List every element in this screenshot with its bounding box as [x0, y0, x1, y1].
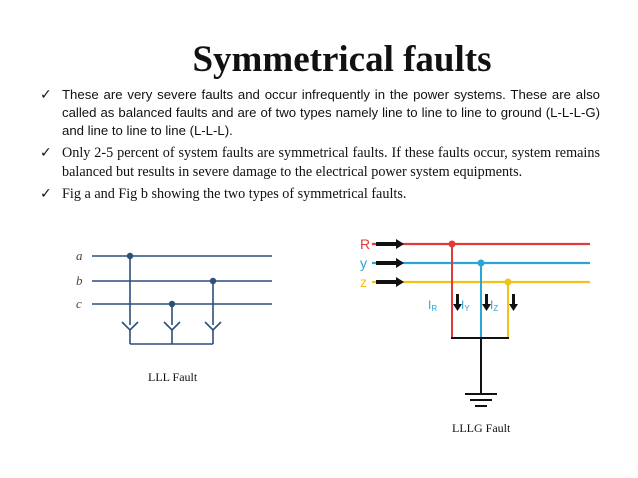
label-b: b [76, 273, 83, 288]
fig-a-caption: LLL Fault [148, 370, 198, 384]
bullet-list: ✓ These are very severe faults and occur… [40, 86, 600, 204]
check-mark-icon: ✓ [40, 186, 52, 202]
current-label-Y: IY [461, 298, 470, 313]
label-z: z [360, 274, 367, 290]
node-c [168, 300, 176, 308]
bullet-text: These are very severe faults and occur i… [62, 87, 600, 138]
label-y: y [360, 255, 367, 271]
bullet-item: ✓ Only 2-5 percent of system faults are … [40, 144, 600, 181]
fig-b-caption: LLLG Fault [452, 421, 511, 435]
bullet-text: Fig a and Fig b showing the two types of… [62, 186, 407, 202]
label-c: c [76, 296, 82, 311]
current-label-R: IR [428, 298, 437, 313]
node-b [209, 277, 217, 285]
lllg-fault-diagram [372, 239, 590, 407]
bullet-item: ✓ Fig a and Fig b showing the two types … [40, 185, 600, 204]
label-a: a [76, 248, 83, 263]
node-a [126, 252, 134, 260]
bullet-item: ✓ These are very severe faults and occur… [40, 86, 600, 140]
check-mark-icon: ✓ [40, 145, 52, 161]
slide-title: Symmetrical faults [192, 39, 492, 80]
check-mark-icon: ✓ [40, 87, 52, 103]
current-label-Z: IZ [490, 298, 498, 313]
bullet-text: Only 2-5 percent of system faults are sy… [62, 145, 600, 180]
label-R: R [360, 236, 370, 252]
